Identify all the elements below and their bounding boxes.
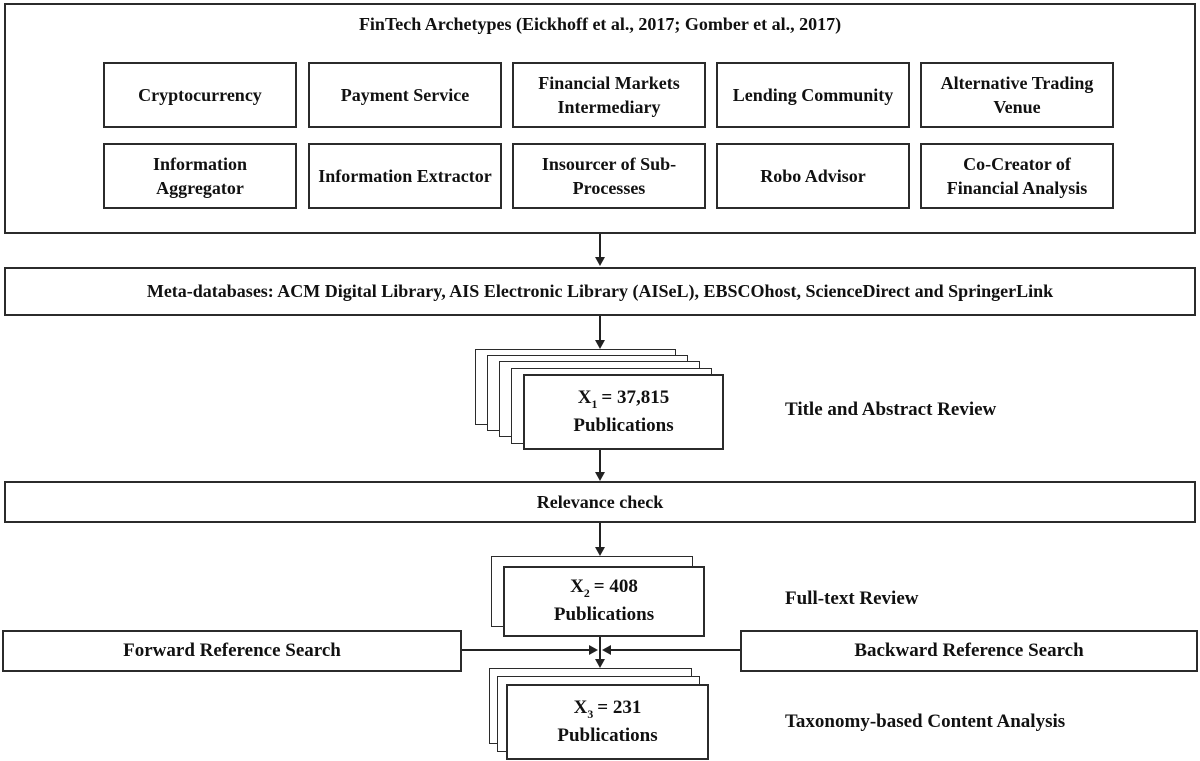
arrowhead-left-icon [602,645,611,655]
meta-databases-bar: Meta-databases: ACM Digital Library, AIS… [4,267,1196,316]
arrowhead-right-icon [589,645,598,655]
arrowhead-down-icon [595,659,605,668]
archetype-label: Cryptocurrency [138,84,262,105]
meta-databases-label: Meta-databases: ACM Digital Library, AIS… [146,281,1054,301]
relevance-check-bar: Relevance check [4,481,1196,523]
flow-arrow-x2-to-x3 [599,637,601,659]
forward-reference-search-box: Forward Reference Search [2,630,462,672]
stack-x1-count-line: X1= 37,815 [577,386,670,411]
archetype-box-lending-community: Lending Community [716,62,910,128]
archetype-box-payment-service: Payment Service [308,62,502,128]
stage-label-full-text-review: Full-text Review [785,588,919,609]
arrowhead-down-icon [595,257,605,266]
flow-arrow-relevance-to-x2 [599,523,601,548]
backward-reference-search-label: Backward Reference Search [854,640,1084,661]
stage-label-title-abstract-review: Title and Abstract Review [785,399,997,420]
archetype-box-alternative-trading-venue: Alternative Trading Venue [920,62,1114,128]
flow-arrow-panel-to-meta [599,234,601,258]
archetype-label: Lending Community [732,84,894,105]
forward-reference-search-label: Forward Reference Search [123,640,341,661]
flow-arrow-meta-to-x1 [599,316,601,340]
archetype-box-insourcer-of-sub-processes: Insourcer of Sub-Processes [512,143,706,209]
arrowhead-down-icon [595,472,605,481]
archetype-box-information-extractor: Information Extractor [308,143,502,209]
stack-x2-unit: Publications [553,604,655,626]
archetype-label: Payment Service [340,84,470,105]
archetype-label: Insourcer of Sub-Processes [541,153,677,198]
stack-x3-unit: Publications [557,724,658,746]
archetype-label: Robo Advisor [760,165,866,186]
publications-stack-x2: X2= 408 Publications [503,566,705,637]
archetype-box-co-creator-of-financial-analysis: Co-Creator of Financial Analysis [920,143,1114,209]
stack-x1-unit: Publications [573,414,674,436]
forward-search-connector-line [462,649,589,651]
archetype-box-information-aggregator: Information Aggregator [103,143,297,209]
archetype-label: Financial Markets Intermediary [538,72,680,117]
flow-arrow-x1-to-relevance [599,450,601,473]
arrowhead-down-icon [595,340,605,349]
archetypes-panel-title: FinTech Archetypes (Eickhoff et al., 201… [358,14,842,34]
archetype-label: Information Extractor [318,165,492,186]
backward-search-connector-line [611,649,740,651]
archetype-box-robo-advisor: Robo Advisor [716,143,910,209]
relevance-check-label: Relevance check [536,491,664,512]
publications-stack-x1: X1= 37,815 Publications [523,374,724,450]
stack-x2-count-line: X2= 408 [570,576,638,600]
stage-label-taxonomy-content-analysis: Taxonomy-based Content Analysis [785,711,1066,732]
arrowhead-down-icon [595,547,605,556]
backward-reference-search-box: Backward Reference Search [740,630,1198,672]
archetype-box-cryptocurrency: Cryptocurrency [103,62,297,128]
publications-stack-x3: X3= 231 Publications [506,684,709,760]
archetype-label: Co-Creator of Financial Analysis [946,153,1088,198]
stack-x3-count-line: X3= 231 [573,696,642,721]
archetype-box-financial-markets-intermediary: Financial Markets Intermediary [512,62,706,128]
archetype-label: Information Aggregator [153,153,247,198]
archetype-label: Alternative Trading Venue [940,72,1094,117]
